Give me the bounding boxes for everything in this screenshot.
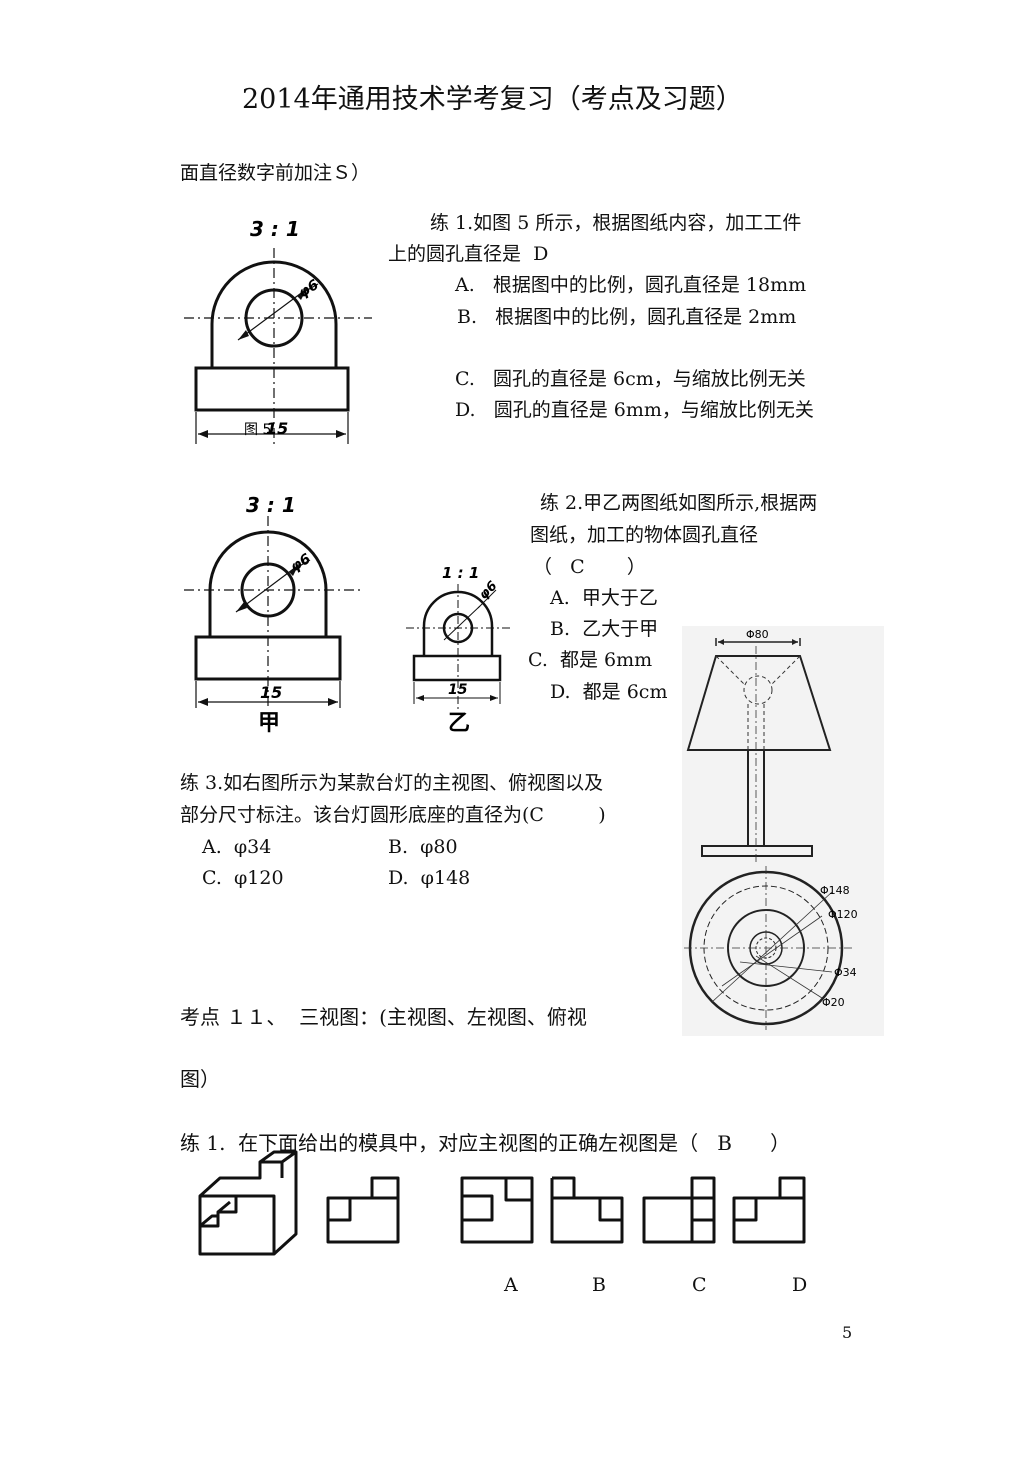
ex1-option-b: B. 根据图中的比例，圆孔直径是 2mm	[457, 306, 797, 328]
ex1-option-d: D. 圆孔的直径是 6mm，与缩放比例无关	[455, 399, 814, 421]
ex1-stem-line2: 上的圆孔直径是 D	[388, 243, 549, 265]
figure-5-drawing: 3 : 1 φ6 图 5 15	[184, 217, 372, 444]
ex3-option-a: A. φ34	[202, 836, 272, 858]
point11-line2: 图）	[180, 1067, 220, 1091]
ex3-option-c: C. φ120	[202, 867, 284, 889]
page-title: 2014年通用技术学考复习（考点及习题）	[242, 84, 743, 115]
ex3-option-b: B. φ80	[388, 836, 458, 858]
ex2-option-a: A. 甲大于乙	[550, 587, 658, 609]
ex1-option-c: C. 圆孔的直径是 6cm，与缩放比例无关	[455, 368, 806, 390]
ex2-stem-line2: 图纸，加工的物体圆孔直径	[530, 524, 759, 546]
ex3-stem-line1: 练 3.如右图所示为某款台灯的主视图、俯视图以及	[180, 772, 604, 794]
fig5-caption: 图 5	[244, 422, 271, 438]
ex4-stem: 练 1. 在下面给出的模具中，对应主视图的正确左视图是（ B ）	[180, 1131, 791, 1155]
ex3-stem-line2: 部分尺寸标注。该台灯圆形底座的直径为(C )	[180, 804, 606, 826]
ex2-option-b: B. 乙大于甲	[550, 618, 659, 640]
intro-line: 面直径数字前加注Ｓ）	[180, 162, 371, 184]
lamp-d34: Φ34	[834, 966, 857, 979]
ex2-option-d: D. 都是 6cm	[550, 681, 668, 703]
ex3-option-d: D. φ148	[388, 867, 471, 889]
lamp-top-diameter: Φ80	[746, 628, 769, 641]
fig-yi-label: 乙	[448, 711, 470, 736]
lamp-d148: Φ148	[820, 884, 850, 897]
ex2-answer: （ C ）	[533, 556, 646, 578]
ex4-label-a: A	[504, 1274, 518, 1296]
fig-jia-scale: 3 : 1	[246, 493, 296, 517]
figure-jia-drawing: 3 : 1 φ6 15 甲	[184, 493, 364, 736]
ex1-stem-line1: 练 1.如图 5 所示，根据图纸内容，加工工件	[430, 212, 802, 234]
lamp-d120: Φ120	[828, 908, 858, 921]
figure-yi-drawing: 1 : 1 φ6 15 乙	[406, 564, 512, 736]
fig-yi-scale: 1 : 1	[442, 564, 479, 582]
lamp-drawing: Φ80 Φ148 Φ120 Φ34 Φ20	[682, 626, 884, 1036]
ex1-option-a: A. 根据图中的比例，圆孔直径是 18mm	[455, 274, 807, 296]
page-number: 5	[842, 1323, 853, 1342]
ex4-label-b: B	[592, 1274, 606, 1296]
point11-line1: 考点 １１、 三视图：(主视图、左视图、俯视	[180, 1005, 587, 1029]
fig5-width: 15	[266, 419, 288, 438]
fig5-scale: 3 : 1	[250, 217, 300, 241]
fig-jia-label: 甲	[258, 711, 280, 736]
three-view-drawings	[198, 1150, 806, 1256]
lamp-d20: Φ20	[822, 996, 845, 1009]
ex4-label-c: C	[692, 1274, 707, 1296]
fig-yi-width: 15	[448, 682, 468, 698]
ex4-label-d: D	[792, 1274, 808, 1296]
fig-jia-width: 15	[260, 683, 282, 702]
ex2-option-c: C. 都是 6mm	[528, 649, 653, 671]
ex2-stem-line1: 练 2.甲乙两图纸如图所示,根据两	[540, 492, 818, 514]
